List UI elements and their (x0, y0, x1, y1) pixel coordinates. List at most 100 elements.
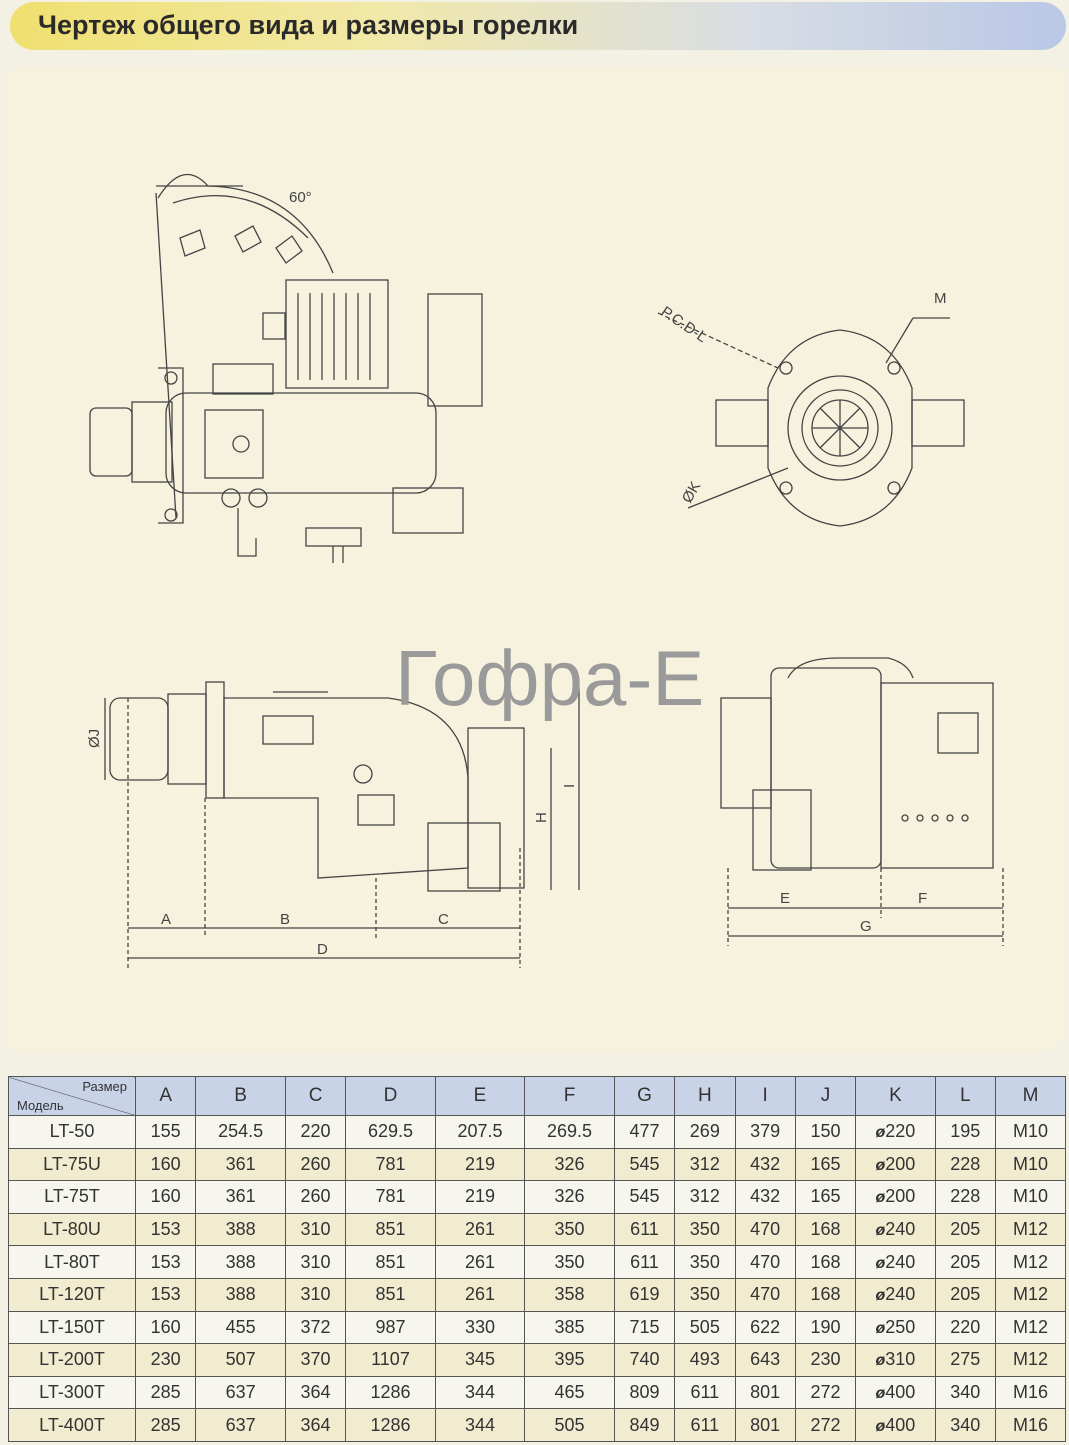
value-cell: 643 (734, 1343, 796, 1377)
value-cell: 340 (934, 1375, 996, 1410)
value-cell: 260 (284, 1180, 347, 1214)
value-cell: 153 (134, 1245, 197, 1279)
value-cell: M12 (994, 1310, 1067, 1345)
value-cell: 340 (934, 1408, 996, 1442)
value-cell: 230 (134, 1343, 197, 1377)
value-cell: ø400 (855, 1375, 936, 1410)
value-cell: 150 (794, 1115, 857, 1149)
pcd-label: P.C.D-L (658, 303, 710, 346)
value-cell: 849 (613, 1408, 676, 1442)
drawing-panel: 60° P.C.D-L M ØK ØJ A B C D H I E F G Го… (8, 68, 1066, 1052)
value-cell: 205 (934, 1245, 996, 1279)
model-cell: LT-150T (8, 1310, 136, 1345)
corner-model-label: Модель (17, 1098, 64, 1113)
value-cell: 388 (195, 1245, 286, 1279)
value-cell: 310 (284, 1245, 347, 1279)
value-cell: 781 (345, 1147, 436, 1182)
value-cell: 622 (734, 1310, 796, 1345)
diameter-symbol: ø (875, 1222, 886, 1240)
value-cell: 493 (674, 1343, 736, 1377)
value-cell: ø250 (855, 1310, 936, 1345)
value-cell: 809 (613, 1375, 676, 1410)
value-cell: 477 (613, 1115, 676, 1149)
column-header-e: E (434, 1076, 526, 1116)
value-cell: 781 (345, 1180, 436, 1214)
value-cell: 350 (674, 1245, 736, 1279)
value-cell: 285 (134, 1408, 197, 1442)
model-cell: LT-80U (8, 1212, 136, 1247)
value-cell: 190 (794, 1310, 857, 1345)
value-cell: 1286 (345, 1408, 436, 1442)
angle-label: 60° (289, 189, 312, 206)
rear-view-drawing (720, 657, 1004, 946)
column-header-g: G (613, 1076, 676, 1116)
value-cell: 275 (934, 1343, 996, 1377)
value-cell: 470 (734, 1245, 796, 1279)
value-cell: 160 (134, 1310, 197, 1345)
diameter-symbol: ø (875, 1254, 886, 1272)
f-label: F (918, 890, 927, 907)
value-cell: 272 (794, 1408, 857, 1442)
value-cell: M12 (994, 1277, 1067, 1312)
model-cell: LT-300T (8, 1375, 136, 1410)
b-label: B (280, 911, 290, 928)
value-cell: 358 (524, 1277, 615, 1312)
value-cell: M10 (994, 1180, 1067, 1214)
model-cell: LT-120T (8, 1277, 136, 1312)
value-cell: 153 (134, 1277, 197, 1312)
value-text: 400 (885, 1414, 916, 1435)
value-cell: 285 (134, 1375, 197, 1410)
value-cell: 344 (434, 1408, 526, 1442)
column-header-l: L (934, 1076, 996, 1116)
column-header-k: K (855, 1076, 936, 1116)
value-cell: 165 (794, 1180, 857, 1214)
value-cell: 851 (345, 1245, 436, 1279)
diameter-symbol: ø (875, 1385, 886, 1403)
value-cell: 350 (524, 1212, 615, 1247)
value-cell: 455 (195, 1310, 286, 1345)
value-cell: 611 (674, 1408, 736, 1442)
value-cell: 432 (734, 1180, 796, 1214)
value-cell: 432 (734, 1147, 796, 1182)
value-cell: 220 (934, 1310, 996, 1345)
value-cell: 1286 (345, 1375, 436, 1410)
burner-drawing: 60° P.C.D-L M ØK ØJ A B C D H I E F G (86, 173, 1004, 968)
value-text: 200 (885, 1186, 916, 1207)
value-cell: ø240 (855, 1245, 936, 1279)
value-cell: 269.5 (524, 1115, 615, 1149)
phi-k-label: ØK (679, 479, 705, 506)
value-cell: 228 (934, 1180, 996, 1214)
value-cell: 470 (734, 1277, 796, 1312)
value-cell: 350 (674, 1277, 736, 1312)
value-cell: 220 (284, 1115, 347, 1149)
value-text: 220 (885, 1121, 916, 1142)
value-cell: 1107 (345, 1343, 436, 1377)
column-header-h: H (674, 1076, 736, 1116)
diameter-symbol: ø (875, 1124, 886, 1142)
value-cell: 629.5 (345, 1115, 436, 1149)
value-cell: 851 (345, 1277, 436, 1312)
value-cell: 345 (434, 1343, 526, 1377)
column-header-a: A (134, 1076, 197, 1116)
diameter-symbol: ø (875, 1189, 886, 1207)
e-label: E (780, 890, 790, 907)
value-cell: 344 (434, 1375, 526, 1410)
value-cell: 361 (195, 1180, 286, 1214)
value-cell: 219 (434, 1147, 526, 1182)
value-cell: 312 (674, 1147, 736, 1182)
value-cell: 379 (734, 1115, 796, 1149)
m-label: M (934, 290, 947, 307)
value-cell: 364 (284, 1375, 347, 1410)
column-header-c: C (284, 1076, 347, 1116)
value-cell: 545 (613, 1147, 676, 1182)
value-cell: 370 (284, 1343, 347, 1377)
value-cell: 395 (524, 1343, 615, 1377)
title-bar: Чертеж общего вида и размеры горелки (10, 2, 1066, 50)
